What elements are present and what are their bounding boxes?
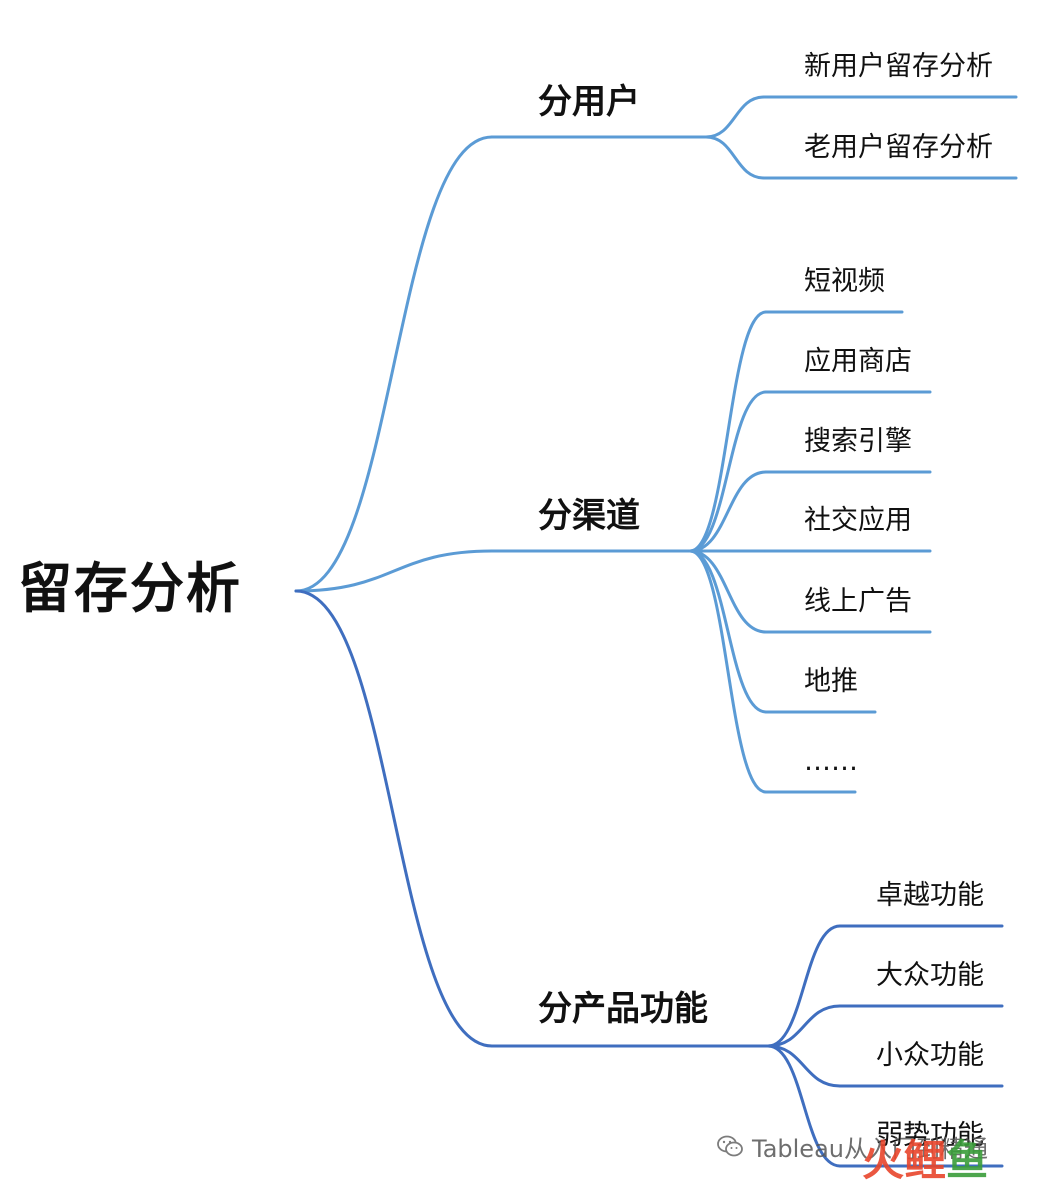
channel-child-edge-0 [688, 310, 768, 553]
leaf-label-channel-0: 短视频 [804, 266, 885, 297]
leaf-label-channel-2: 搜索引擎 [804, 426, 912, 457]
product-child-edge-0 [766, 924, 842, 1048]
root-node-label: 留存分析 [18, 557, 242, 620]
user-child-edge-1 [704, 135, 766, 180]
root-to-channel-edge [294, 549, 494, 593]
logo-char-2: 鱼 [946, 1136, 989, 1185]
watermark: Tableau从入门到精通 [716, 1128, 988, 1164]
product-child-edge-2 [766, 1044, 842, 1088]
channel-child-edge-4 [688, 549, 768, 634]
branch-label-user: 分用户 [538, 82, 640, 122]
product-child-edge-1 [766, 1004, 842, 1048]
root-to-product-edge [294, 589, 494, 1048]
leaf-label-product-2: 小众功能 [876, 1040, 984, 1071]
channel-child-edge-6 [688, 549, 768, 794]
watermark-text: Tableau从入门到精通 [752, 1134, 988, 1163]
channel-child-edge-1 [688, 390, 768, 553]
leaf-label-channel-1: 应用商店 [804, 346, 912, 377]
leaf-label-product-3: 弱势功能 [876, 1120, 984, 1151]
brand-logo: 火鲤鱼 [862, 1140, 988, 1182]
leaf-label-user-0: 新用户留存分析 [804, 51, 993, 82]
logo-char-0: 火 [862, 1136, 905, 1185]
channel-child-edge-2 [688, 470, 768, 553]
leaf-label-channel-3: 社交应用 [804, 505, 912, 536]
branch-label-product: 分产品功能 [538, 989, 708, 1029]
logo-char-1: 鲤 [904, 1136, 947, 1185]
leaf-label-channel-4: 线上广告 [804, 586, 912, 617]
leaf-label-product-0: 卓越功能 [876, 880, 984, 911]
branch-label-channel: 分渠道 [538, 496, 640, 536]
leaf-label-channel-6: …… [804, 746, 858, 777]
mindmap-edges [294, 95, 1018, 1168]
leaf-label-product-1: 大众功能 [876, 960, 984, 991]
leaf-label-channel-5: 地推 [804, 666, 858, 697]
wechat-icon [717, 1135, 743, 1157]
root-to-user-edge [294, 135, 494, 593]
channel-child-edge-5 [688, 549, 768, 714]
user-child-edge-0 [704, 95, 766, 139]
product-child-edge-3 [766, 1044, 842, 1168]
leaf-label-user-1: 老用户留存分析 [804, 132, 993, 163]
